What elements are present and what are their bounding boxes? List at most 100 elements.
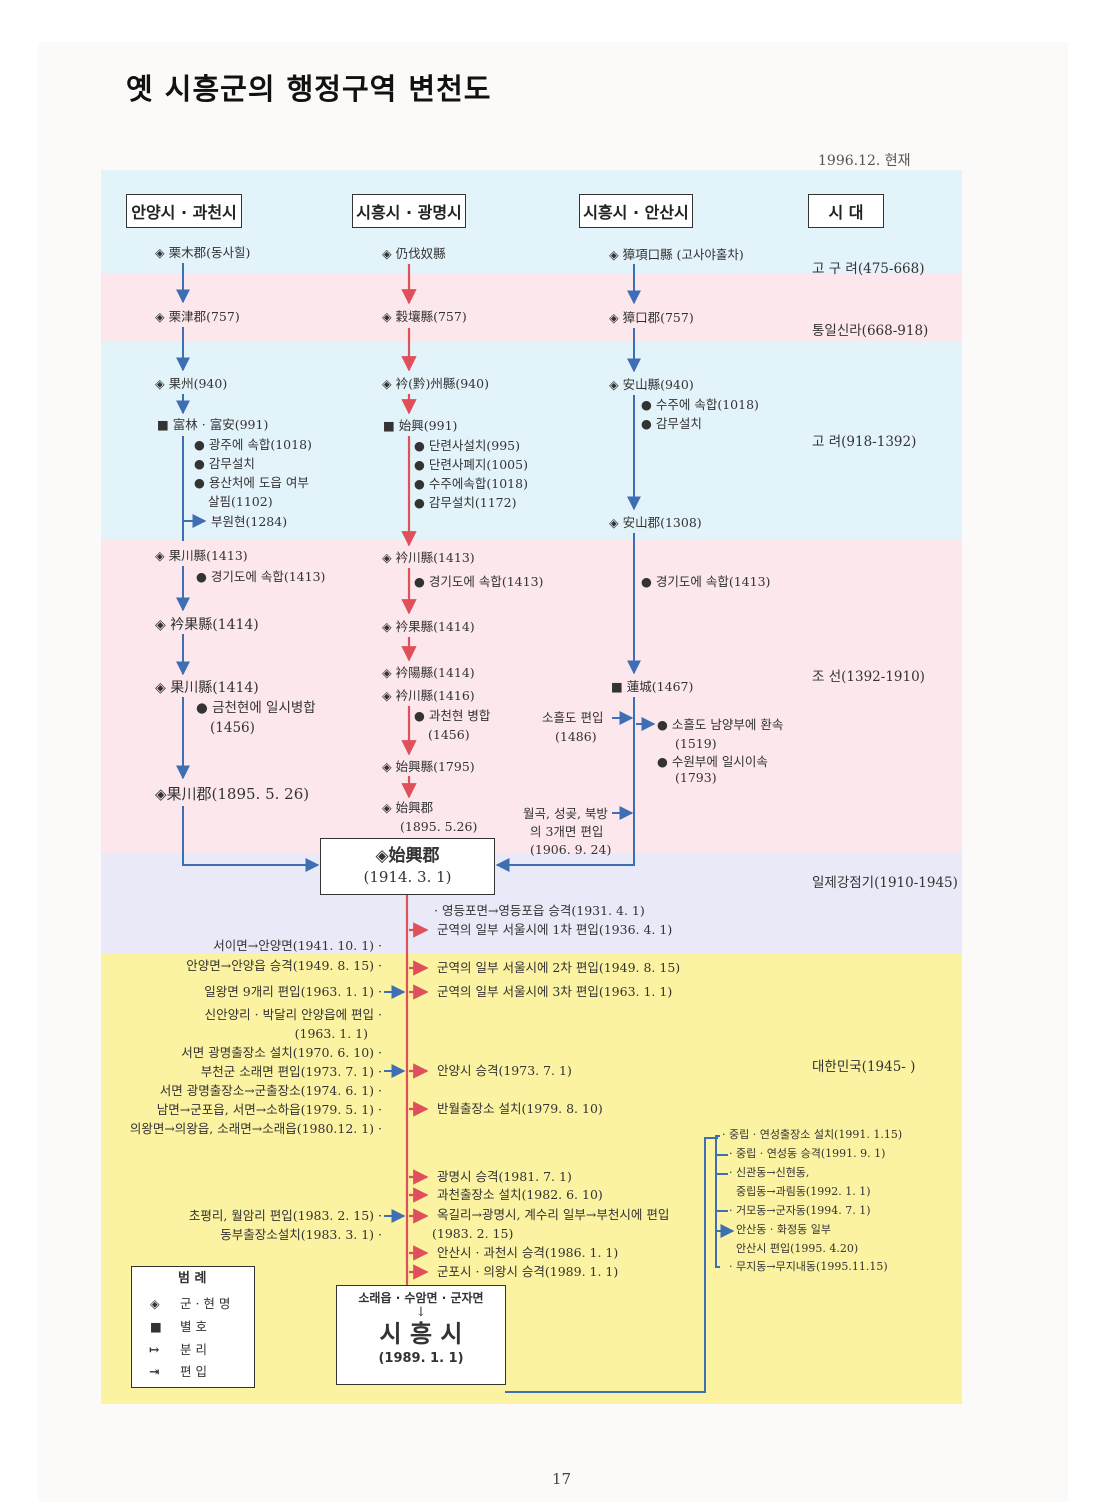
event-1982: 과천출장소 설치(1982. 6. 10) bbox=[437, 1187, 603, 1202]
siheung-gun-1914-box: ◈始興郡 (1914. 3. 1) bbox=[320, 838, 495, 895]
far-event-5: · 거모동→군자동(1994. 7. 1) bbox=[729, 1204, 871, 1217]
legend-title: 범 례 bbox=[178, 1271, 207, 1286]
col3-note-5c: ● 소흘도 남양부에 환속 bbox=[657, 717, 784, 732]
final-box-arrow: ↓ bbox=[415, 1304, 427, 1320]
col3-note-5d: (1519) bbox=[675, 736, 717, 751]
legend-label: 분 리 bbox=[180, 1342, 207, 1357]
left-event-1983a: 초평리, 월암리 편입(1983. 2. 15) · bbox=[188, 1208, 382, 1223]
col2-note-4a: ● 단련사설치(995) bbox=[414, 438, 520, 453]
col1-node-2: ◈ 栗津郡(757) bbox=[155, 309, 240, 324]
col2-node-3: ◈ 衿(黔)州縣(940) bbox=[382, 376, 489, 391]
col1-node-4: ■ 富林 · 富安(991) bbox=[157, 417, 269, 432]
left-event-1949: 안양면→안양읍 승격(1949. 8. 15) · bbox=[186, 958, 382, 973]
col1-to-center bbox=[182, 806, 320, 872]
col2-note-4b: ● 단련사폐지(1005) bbox=[414, 457, 528, 472]
event-1986: 안산시 · 과천시 승격(1986. 1. 1) bbox=[437, 1245, 619, 1260]
band-japan bbox=[101, 853, 962, 953]
page-title: 옛 시흥군의 행정구역 변천도 bbox=[126, 72, 492, 106]
far-event-4: 중립동→과림동(1992. 1. 1) bbox=[736, 1185, 871, 1198]
col1-note-4d: 살핌(1102) bbox=[208, 494, 273, 509]
col2-note-4c: ● 수주에속합(1018) bbox=[414, 476, 528, 491]
col3-note-5a: 소흘도 편입 bbox=[542, 710, 604, 725]
col3-note-5b: (1486) bbox=[555, 729, 597, 744]
col2-node-8: ◈ 衿川縣(1416) bbox=[382, 688, 475, 703]
column-header-siheung-gwangmyeong: 시흥시 · 광명시 bbox=[352, 194, 466, 228]
left-event-1970: 서면 광명출장소 설치(1970. 6. 10) · bbox=[181, 1045, 382, 1060]
far-event-8: · 무지동→무지내동(1995.11.15) bbox=[729, 1260, 888, 1273]
left-event-1941: 서이면→안양면(1941. 10. 1) · bbox=[213, 938, 382, 953]
final-box-date: (1989. 1. 1) bbox=[378, 1351, 464, 1367]
col1-node-1: ◈ 栗木郡(동사힐) bbox=[155, 245, 251, 260]
col3-node-1: ◈ 獐項口縣 (고사야홀차) bbox=[609, 247, 744, 262]
center-name: ◈始興郡 bbox=[375, 846, 440, 866]
col3-node-2: ◈ 獐口郡(757) bbox=[609, 310, 694, 325]
left-event-1979: 남면→군포읍, 서면→소하읍(1979. 5. 1) · bbox=[156, 1102, 382, 1117]
left-event-1963a: 일왕면 9개리 편입(1963. 1. 1) · bbox=[204, 984, 382, 999]
col2-note-8b: (1456) bbox=[428, 727, 470, 742]
siheung-si-1989-box: 소래읍 · 수암면 · 군자면 ↓ 시 흥 시 (1989. 1. 1) bbox=[336, 1285, 506, 1385]
bracket-far-right bbox=[715, 1135, 720, 1268]
col3-note-6c: (1906. 9. 24) bbox=[530, 842, 612, 857]
page-number: 17 bbox=[552, 1470, 572, 1488]
event-1981: 광명시 승격(1981. 7. 1) bbox=[437, 1169, 572, 1184]
as-of-date: 1996.12. 현재 bbox=[818, 153, 911, 169]
col2-node-6: ◈ 衿果縣(1414) bbox=[382, 619, 475, 634]
band-silla bbox=[101, 273, 962, 341]
col2-node-5: ◈ 衿川縣(1413) bbox=[382, 550, 475, 565]
left-event-1974: 서면 광명출장소→군출장소(1974. 6. 1) · bbox=[159, 1083, 382, 1098]
legend-symbol: ⇥ bbox=[149, 1364, 160, 1379]
era-silla: 통일신라(668-918) bbox=[812, 323, 929, 339]
col3-node-4: ◈ 安山郡(1308) bbox=[609, 515, 702, 530]
col1-note-5a: ● 경기도에 속합(1413) bbox=[196, 569, 326, 584]
left-event-1983b: 동부출장소설치(1983. 3. 1) · bbox=[220, 1227, 382, 1242]
col1-node-8: ◈果川郡(1895. 5. 26) bbox=[155, 785, 310, 803]
col3-note-4a: ● 경기도에 속합(1413) bbox=[641, 574, 771, 589]
col1-note-4b: ● 감무설치 bbox=[194, 456, 255, 471]
col3-note-6b: 의 3개면 편입 bbox=[530, 824, 604, 839]
final-box-name: 시 흥 시 bbox=[379, 1319, 463, 1348]
col3-note-3b: ● 감무설치 bbox=[641, 416, 702, 431]
legend-label: 별 호 bbox=[180, 1319, 207, 1334]
far-event-7: 안산시 편입(1995. 4.20) bbox=[736, 1242, 859, 1255]
event-1973: 안양시 승격(1973. 7. 1) bbox=[437, 1063, 572, 1078]
far-event-2: · 중립 · 연성동 승격(1991. 9. 1) bbox=[729, 1147, 886, 1160]
era-japan: 일제강점기(1910-1945) bbox=[812, 875, 958, 891]
center-date: (1914. 3. 1) bbox=[363, 867, 452, 886]
era-korea: 대한민국(1945- ) bbox=[812, 1059, 916, 1075]
column-header-anyang-gwacheon: 안양시 · 과천시 bbox=[126, 194, 242, 228]
column-header-era: 시 대 bbox=[808, 194, 884, 228]
legend-symbol: ◈ bbox=[150, 1296, 160, 1311]
event-1963: 군역의 일부 서울시에 3차 편입(1963. 1. 1) bbox=[437, 984, 673, 999]
era-goryeo: 고 려(918-1392) bbox=[812, 434, 917, 450]
col3-note-6a: 월곡, 성곶, 북방 bbox=[523, 806, 608, 821]
legend-symbol: ■ bbox=[150, 1319, 162, 1334]
legend: 범 례 ◈ 군 · 현 명 ■ 별 호 ↦ 분 리 ⇥ 편 입 bbox=[131, 1266, 255, 1388]
col1-note-4a: ● 광주에 속합(1018) bbox=[194, 437, 312, 452]
col2-node-9: ◈ 始興縣(1795) bbox=[382, 759, 475, 774]
event-1983: 옥길리→광명시, 계수리 일부→부천시에 편입 bbox=[437, 1207, 670, 1222]
col3-note-5e: ● 수원부에 일시이속 bbox=[657, 754, 768, 769]
col2-note-4d: ● 감무설치(1172) bbox=[414, 495, 517, 510]
col2-note-10a: (1895. 5.26) bbox=[400, 819, 478, 834]
col2-note-8a: ● 과천현 병합 bbox=[414, 708, 491, 723]
col3-node-3: ◈ 安山縣(940) bbox=[609, 377, 694, 392]
band-goryeo bbox=[101, 341, 962, 540]
band-joseon bbox=[101, 540, 962, 853]
col3-to-center bbox=[495, 697, 635, 872]
era-joseon: 조 선(1392-1910) bbox=[812, 669, 925, 685]
col2-node-2: ◈ 穀壤縣(757) bbox=[382, 309, 467, 324]
col1-note-7a: ● 금천현에 일시병합 bbox=[196, 700, 316, 716]
left-event-1980: 의왕면→의왕읍, 소래면→소래읍(1980.12. 1) · bbox=[129, 1121, 382, 1136]
left-event-1963b: 신안양리 · 박달리 안양읍에 편입 · bbox=[204, 1007, 382, 1022]
legend-symbol: ↦ bbox=[149, 1342, 160, 1357]
far-event-6: 안산동 · 화정동 일부 bbox=[736, 1223, 831, 1236]
left-event-1963b-date: (1963. 1. 1) bbox=[294, 1026, 368, 1041]
event-1989: 군포시 · 의왕시 승격(1989. 1. 1) bbox=[437, 1264, 619, 1279]
era-goguryeo: 고 구 려(475-668) bbox=[812, 261, 925, 277]
final-to-siheung-events bbox=[505, 1137, 718, 1393]
event-1949: 군역의 일부 서울시에 2차 편입(1949. 8. 15) bbox=[437, 960, 681, 975]
event-1936: 군역의 일부 서울시에 1차 편입(1936. 4. 1) bbox=[437, 922, 673, 937]
legend-label: 군 · 현 명 bbox=[180, 1296, 231, 1311]
col2-node-10: ◈ 始興郡 bbox=[382, 800, 434, 815]
